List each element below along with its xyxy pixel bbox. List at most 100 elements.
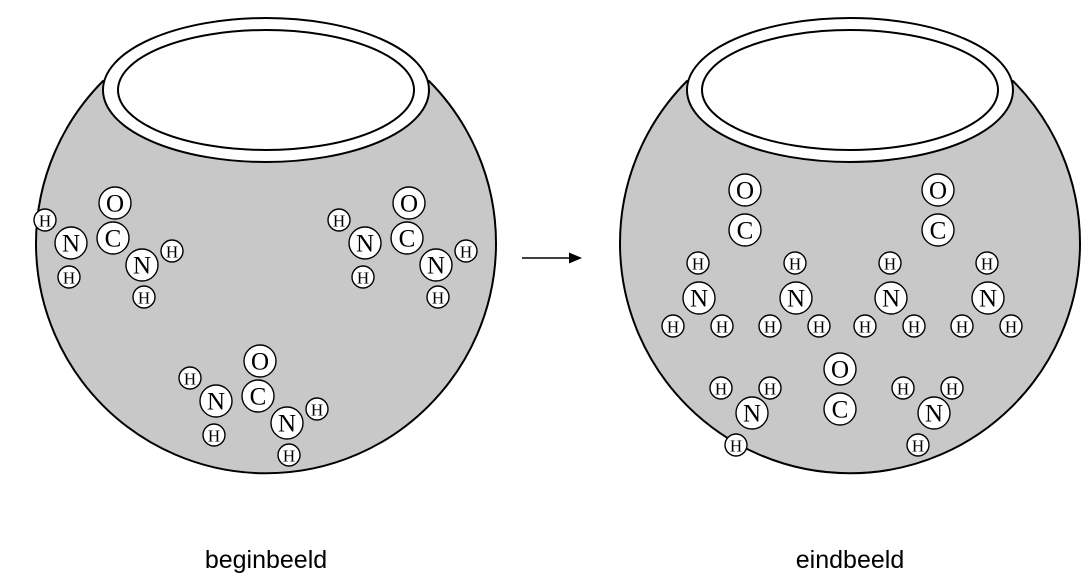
hydrogen-atom: H (710, 314, 734, 338)
oxygen-atom: O (243, 344, 277, 378)
atom-circle (758, 314, 782, 338)
atom-label: H (667, 318, 679, 337)
hydrogen-atom: H (878, 251, 902, 275)
atom-label: H (908, 318, 920, 337)
atom-circle (426, 285, 450, 309)
nitrogen-atom: N (682, 281, 716, 315)
carbon-atom: C (823, 392, 857, 426)
atom-circle (661, 314, 685, 338)
atom-circle (917, 396, 951, 430)
atom-label: O (831, 357, 849, 384)
atom-circle (348, 226, 382, 260)
atom-label: N (207, 389, 225, 416)
hydrogen-atom: H (902, 314, 926, 338)
atom-label: N (787, 286, 805, 313)
atom-circle (132, 285, 156, 309)
atom-label: N (133, 253, 151, 280)
atom-circle (54, 226, 88, 260)
hydrogen-atom: H (940, 376, 964, 400)
hydrogen-atom: H (202, 423, 226, 447)
nitrogen-atom: N (348, 226, 382, 260)
hydrogen-atom: H (709, 376, 733, 400)
atom-label: H (460, 243, 472, 262)
atom-label: H (764, 318, 776, 337)
flask-neck-inner-begin (117, 29, 415, 151)
atom-label: O (400, 191, 418, 218)
atom-circle (96, 221, 130, 255)
carbon-monoxide-molecule: OC (921, 173, 955, 247)
hydrogen-atom: H (327, 208, 351, 232)
atom-circle (823, 392, 857, 426)
carbon-atom: C (921, 213, 955, 247)
atom-label: H (859, 318, 871, 337)
hydrogen-atom: H (686, 251, 710, 275)
atom-circle (419, 248, 453, 282)
atom-label: H (357, 269, 369, 288)
atom-circle (305, 397, 329, 421)
hydrogen-atom: H (975, 251, 999, 275)
atom-circle (921, 173, 955, 207)
atom-circle (878, 251, 902, 275)
atom-label: N (690, 286, 708, 313)
atom-circle (125, 248, 159, 282)
atom-label: C (105, 226, 122, 253)
hydrogen-atom: H (351, 265, 375, 289)
hydrogen-atom: H (950, 314, 974, 338)
hydrogen-atom: H (426, 285, 450, 309)
atom-label: N (427, 253, 445, 280)
atom-label: N (278, 411, 296, 438)
oxygen-atom: O (823, 352, 857, 386)
nitrogen-atom: N (874, 281, 908, 315)
hydrogen-atom: H (132, 285, 156, 309)
atom-circle (779, 281, 813, 315)
atom-circle (199, 384, 233, 418)
atom-label: H (1005, 318, 1017, 337)
carbon-atom: C (241, 379, 275, 413)
atom-label: C (399, 226, 416, 253)
hydrogen-atom: H (724, 433, 748, 457)
atom-circle (783, 251, 807, 275)
atom-circle (823, 352, 857, 386)
atom-circle (950, 314, 974, 338)
atom-circle (724, 433, 748, 457)
atom-label: H (730, 437, 742, 456)
atom-circle (891, 376, 915, 400)
atom-label: H (884, 255, 896, 274)
hydrogen-atom: H (758, 314, 782, 338)
hydrogen-atom: H (178, 366, 202, 390)
atom-circle (390, 221, 424, 255)
atom-circle (178, 366, 202, 390)
atom-circle (57, 265, 81, 289)
hydrogen-atom: H (454, 239, 478, 263)
caption-begin: beginbeeld (204, 546, 328, 574)
atom-label: H (715, 380, 727, 399)
atom-circle (853, 314, 877, 338)
hydrogen-atom: H (758, 376, 782, 400)
atom-label: H (946, 380, 958, 399)
atom-circle (454, 239, 478, 263)
atom-label: H (897, 380, 909, 399)
atom-circle (243, 344, 277, 378)
atom-circle (921, 213, 955, 247)
atom-label: H (283, 447, 295, 466)
atom-label: H (716, 318, 728, 337)
hydrogen-atom: H (160, 239, 184, 263)
atom-circle (728, 173, 762, 207)
ammonia-molecule: H H HN (853, 251, 926, 338)
atom-circle (202, 423, 226, 447)
nitrogen-atom: N (54, 226, 88, 260)
atom-label: O (736, 178, 754, 205)
atom-label: N (882, 286, 900, 313)
atom-label: C (250, 384, 267, 411)
atom-circle (902, 314, 926, 338)
atom-label: H (912, 437, 924, 456)
carbon-atom: C (96, 221, 130, 255)
atom-label: N (743, 401, 761, 428)
atom-circle (874, 281, 908, 315)
